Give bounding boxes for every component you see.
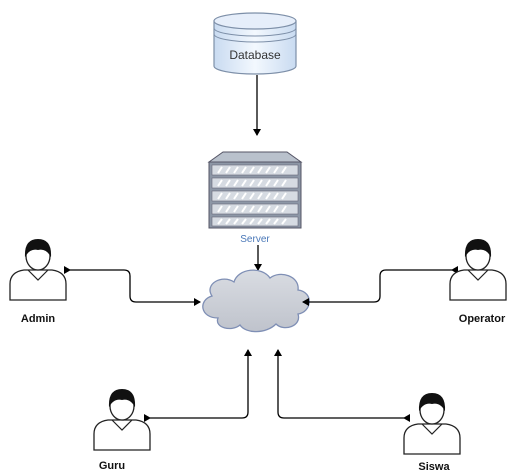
cloud-node[interactable] [202, 269, 310, 333]
operator-label: Operator [459, 313, 506, 325]
guru-label: Guru [99, 460, 125, 472]
siswa-user-icon [403, 392, 461, 455]
server-label: Server [240, 234, 270, 245]
operator-cloud-connector [302, 266, 458, 306]
cloud-icon [202, 269, 310, 333]
operator-user-icon [449, 238, 507, 301]
database-label: Database [229, 48, 281, 62]
siswa-cloud-connector [274, 349, 410, 422]
actor-siswa[interactable]: Siswa [403, 392, 461, 473]
guru-cloud-connector [144, 349, 252, 422]
admin-cloud-connector [64, 266, 201, 306]
admin-user-icon [9, 238, 67, 301]
actor-admin[interactable]: Admin [9, 238, 67, 325]
guru-user-icon [93, 388, 151, 451]
siswa-label: Siswa [418, 461, 450, 473]
actor-operator[interactable]: Operator [449, 238, 507, 325]
server-rack-icon [207, 151, 303, 229]
database-cylinder-icon [213, 12, 297, 75]
server-node[interactable]: Server [207, 151, 303, 245]
admin-label: Admin [21, 313, 56, 325]
database-node[interactable]: Database [213, 12, 297, 75]
actor-guru[interactable]: Guru [93, 388, 151, 472]
